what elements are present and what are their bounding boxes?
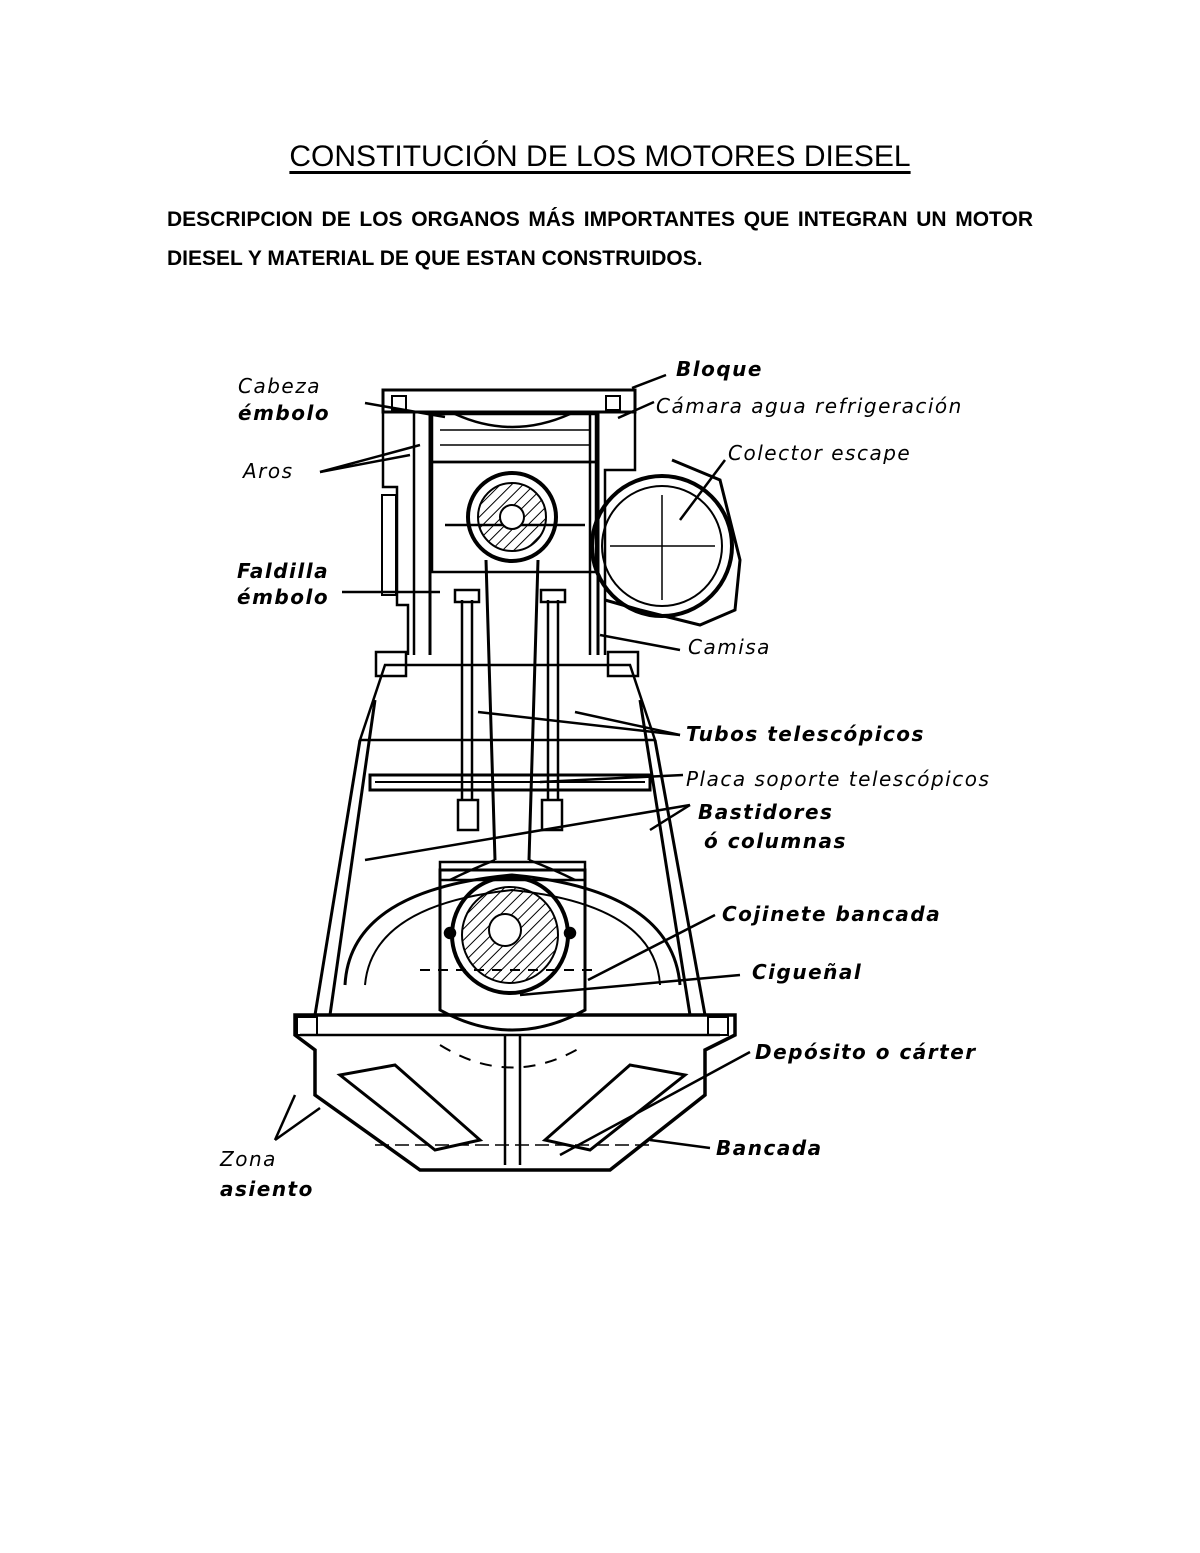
gudgeon-pin <box>466 471 558 563</box>
label-embolo-1: émbolo <box>238 401 330 425</box>
label-placa: Placa soporte telescópicos <box>686 767 990 791</box>
label-bancada: Bancada <box>716 1136 823 1160</box>
label-ciguenal: Cigueñal <box>752 960 862 984</box>
label-cojinete: Cojinete bancada <box>722 902 941 926</box>
main-bearing <box>420 860 600 1069</box>
label-bloque: Bloque <box>676 357 763 381</box>
label-deposito: Depósito o cárter <box>755 1040 977 1064</box>
exhaust-collector <box>590 458 742 627</box>
frames-columns <box>313 699 707 1016</box>
label-aros: Aros <box>241 459 294 483</box>
label-faldilla: Faldilla <box>237 559 329 583</box>
label-tubos: Tubos telescópicos <box>686 722 925 746</box>
label-embolo-2: émbolo <box>237 585 329 609</box>
label-cabeza: Cabeza <box>238 374 321 398</box>
leader-lines <box>273 373 751 1157</box>
document-subtitle: DESCRIPCION DE LOS ORGANOS MÁS IMPORTANT… <box>167 208 1033 270</box>
support-plate <box>358 650 657 792</box>
label-zona: Zona <box>219 1147 277 1171</box>
telescopic-tubes <box>453 588 567 832</box>
label-bastidores: Bastidores <box>698 800 833 824</box>
label-columnas: ó columnas <box>704 829 847 853</box>
label-camisa: Camisa <box>688 635 771 659</box>
label-colector: Colector escape <box>728 441 911 465</box>
label-camara: Cámara agua refrigeración <box>656 394 963 418</box>
label-asiento: asiento <box>220 1177 314 1201</box>
document-title: CONSTITUCIÓN DE LOS MOTORES DIESEL <box>0 140 1200 174</box>
bedplate <box>293 1013 737 1172</box>
engine-drawing <box>293 388 742 1172</box>
title-text: CONSTITUCIÓN DE LOS MOTORES DIESEL <box>289 140 911 173</box>
cylinder-block <box>381 388 637 655</box>
diagram-labels: Cabeza émbolo Aros Faldilla émbolo Bloqu… <box>219 357 990 1201</box>
